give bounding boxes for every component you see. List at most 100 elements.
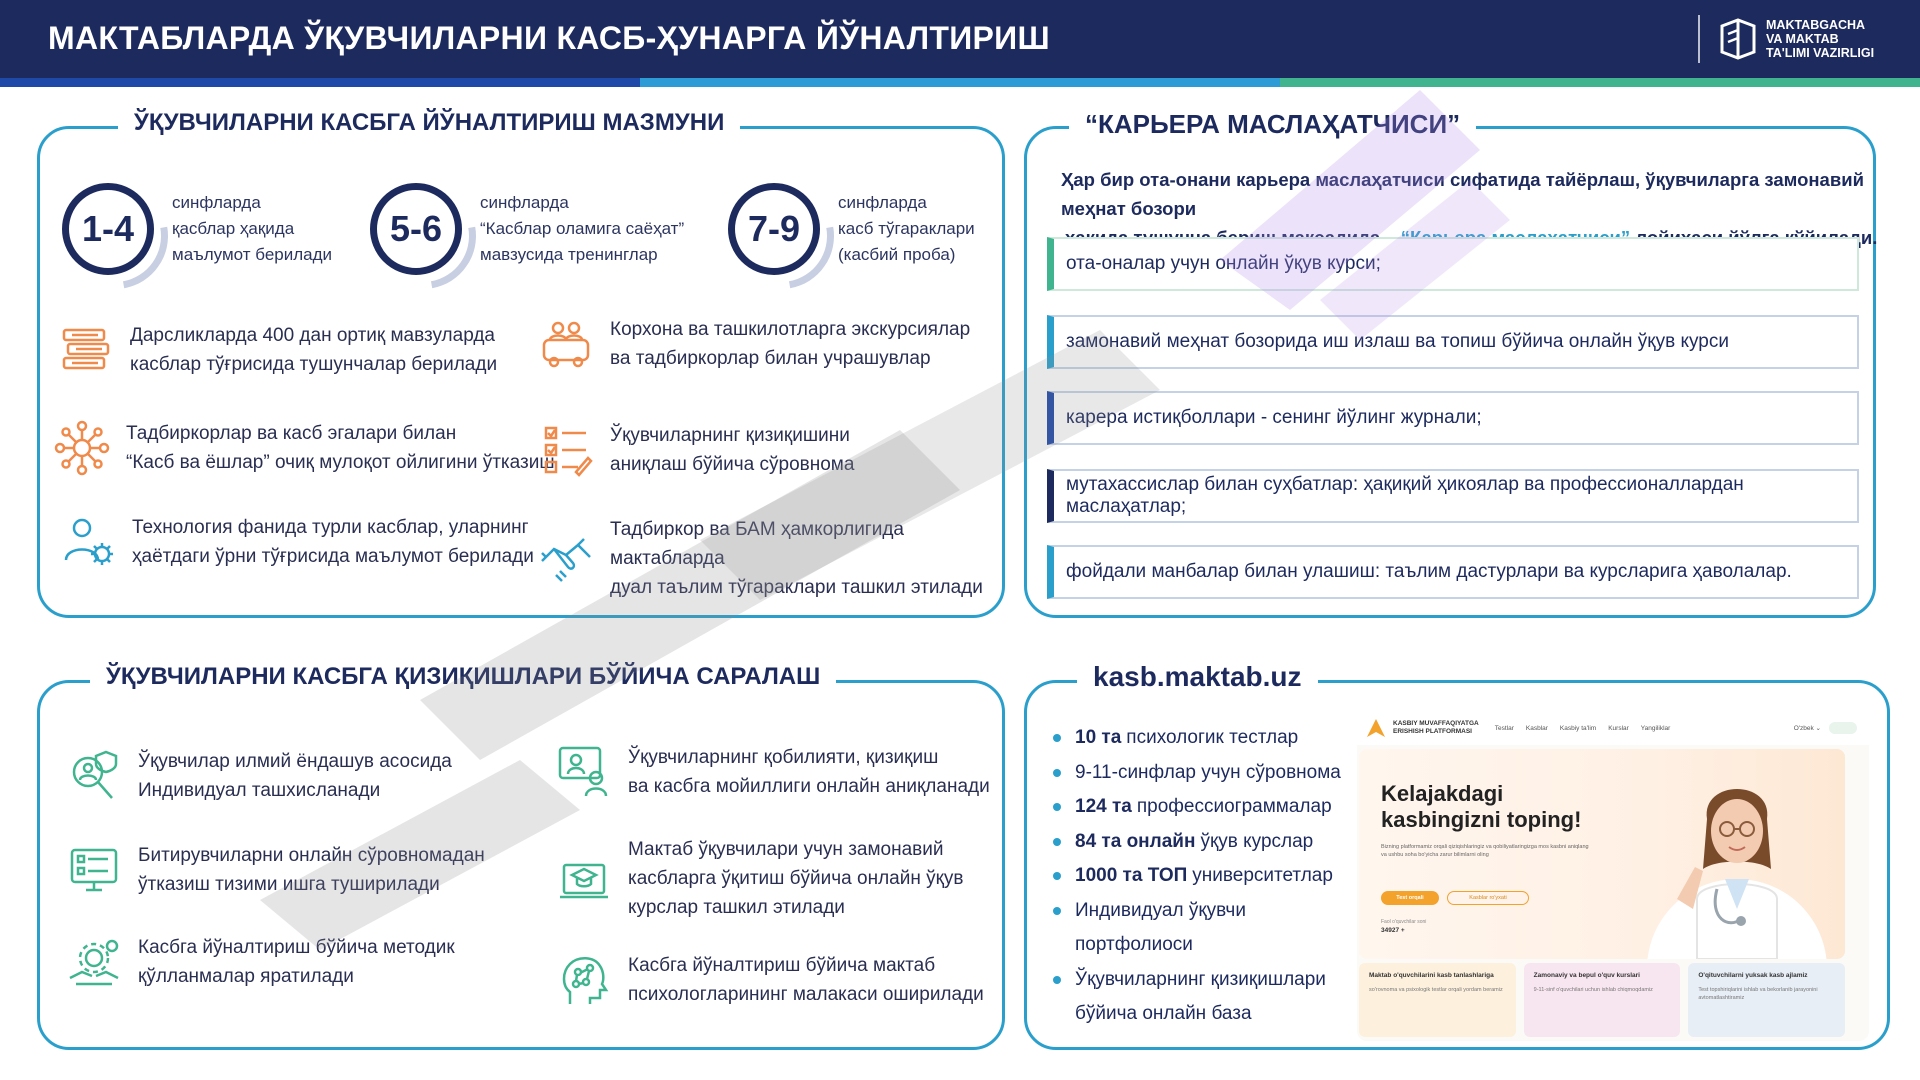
- item-line: ва касбга мойиллиги онлайн аниқланади: [628, 776, 990, 797]
- grade-line: синфларда: [838, 193, 927, 212]
- lead-line-1: Ҳар бир ота-онани карьера маслаҳатчиси с…: [1061, 169, 1864, 219]
- bullet-icon: [1053, 734, 1061, 742]
- site-card-subtitle: Test topshiriqlarini ishlab va bekorlani…: [1698, 987, 1818, 1001]
- grade-text: синфларда қасблар ҳақида маълумот берила…: [172, 190, 332, 268]
- logo-text: MAKTABGACHA VA MAKTAB TA'LIMI VAZIRLIGI: [1766, 18, 1874, 60]
- site-navbar: KASBIY MUVAFFAQIYATGA ERISHISH PLATFORMA…: [1357, 711, 1869, 745]
- item-line: қўлланмалар яратилади: [138, 966, 354, 987]
- header-bar: МАКТАБЛАРДА ЎҚУВЧИЛАРНИ КАСБ-ҲУНАРГА ЙЎН…: [0, 0, 1920, 78]
- site-card[interactable]: Maktab o'quvchilarini kasb tanlashlariga…: [1359, 963, 1516, 1037]
- header-stripe-green: [1280, 78, 1920, 87]
- kasb-panel-title[interactable]: kasb.maktab.uz: [1077, 661, 1318, 693]
- sorting-panel-title: ЎҚУВЧИЛАРНИ КАСБГА ҚИЗИҚИШЛАРИ БЎЙИЧА СА…: [90, 663, 837, 691]
- list-bold: 124 та: [1075, 796, 1132, 817]
- item-line: Ўқувчилар илмий ёндашув асосида: [138, 751, 452, 772]
- grade-line: маълумот берилади: [172, 245, 333, 264]
- item-line: Тадбиркорлар ва касб эгалари билан: [126, 423, 457, 444]
- item-line: Касбга йўналтириш бўйича методик: [138, 937, 455, 958]
- site-card-title: Zamonaviy va bepul o'quv kurslari: [1533, 972, 1640, 979]
- grade-circle: 7-9: [728, 183, 820, 275]
- list-item: 9-11-синфлар учун сўровнома: [1051, 756, 1351, 791]
- site-card-title: O'qituvchilarni yuksak kasb ajlamiz: [1698, 972, 1808, 979]
- content-item-technology: Технология фанида турли касблар, уларнин…: [60, 513, 534, 571]
- books-icon: [62, 328, 110, 370]
- grade-line: синфларда: [172, 193, 261, 212]
- grade-line: мавзусида тренинглар: [480, 245, 658, 264]
- site-nav-link[interactable]: Kasblar: [1525, 724, 1548, 732]
- item-text: Технология фанида турли касблар, уларнин…: [132, 513, 534, 571]
- site-language-select[interactable]: O'zbek ⌄: [1793, 725, 1821, 732]
- site-test-button[interactable]: Test orqali: [1381, 891, 1439, 905]
- book-logo-icon: [1720, 18, 1756, 60]
- content-panel: ЎҚУВЧИЛАРНИ КАСБГА ЙЎНАЛТИРИШ МАЗМУНИ 1-…: [37, 109, 1005, 618]
- site-card[interactable]: Zamonaviy va bepul o'quv kurslari 9-11-s…: [1523, 963, 1681, 1037]
- item-line: Мактаб ўқувчилари учун замонавий: [628, 839, 944, 860]
- item-text: Корхона ва ташкилотларга экскурсиялар ва…: [610, 315, 970, 373]
- grade-line: (касбий проба): [838, 245, 956, 264]
- site-theme-toggle[interactable]: [1829, 722, 1857, 734]
- site-nav-link[interactable]: Kurslar: [1608, 724, 1629, 732]
- site-professions-button[interactable]: Kasblar ro'yxati: [1447, 891, 1529, 905]
- site-nav-link[interactable]: Kasbiy ta'lim: [1559, 724, 1597, 732]
- laptop-graduation-icon: [560, 863, 608, 898]
- handshake-icon: [541, 537, 591, 582]
- item-line: ва тадбиркорлар билан учрашувлар: [610, 348, 931, 369]
- item-line: “Касб ва ёшлар” очиқ мулоқот ойлигини ўт…: [126, 452, 555, 473]
- content-panel-title: ЎҚУВЧИЛАРНИ КАСБГА ЙЎНАЛТИРИШ МАЗМУНИ: [118, 109, 741, 137]
- career-row: замонавий меҳнат бозорида иш излаш ва то…: [1047, 315, 1859, 369]
- item-line: Индивидуал ташхисланади: [138, 780, 381, 801]
- item-text: Касбга йўналтириш бўйича мактаб психолог…: [628, 951, 984, 1009]
- header-stripe-cyan: [640, 78, 1280, 87]
- item-line: Касбга йўналтириш бўйича мактаб: [628, 955, 936, 976]
- content-item-survey: Ўқувчиларнинг қизиқишини аниқлаш бўйича …: [538, 421, 854, 479]
- hero-title-line: Kelajakdagi: [1381, 781, 1504, 806]
- site-brand: KASBIY MUVAFFAQIYATGA ERISHISH PLATFORMA…: [1393, 720, 1479, 736]
- item-line: психологларининг малакаси оширилади: [628, 984, 984, 1005]
- list-item: Ўқувчиларнинг қизиқишлари: [1051, 963, 1351, 998]
- item-line: Технология фанида турли касблар, уларнин…: [132, 517, 529, 538]
- hero-title-line: kasbingizni toping!: [1381, 807, 1582, 832]
- grade-block-7-9: 7-9 синфларда касб тўгараклари (касбий п…: [728, 183, 975, 275]
- item-text: Ўқувчиларнинг қобилияти, қизиқиш ва касб…: [628, 743, 990, 801]
- site-logo-icon: [1367, 719, 1385, 737]
- site-nav-link[interactable]: Yangiliklar: [1640, 724, 1671, 732]
- grade-circle: 5-6: [370, 183, 462, 275]
- item-line: Тадбиркор ва БАМ ҳамкорлигида мактаблард…: [610, 519, 904, 569]
- site-feature-cards: Maktab o'quvchilarini kasb tanlashlariga…: [1359, 963, 1846, 1037]
- sort-item-graduate-survey: Битирувчиларни онлайн сўровномадан ўтказ…: [66, 841, 485, 899]
- career-row: ота-оналар учун онлайн ўқув курси;: [1047, 237, 1859, 291]
- content-item-dialogue-month: Тадбиркорлар ва касб эгалари билан “Касб…: [54, 419, 555, 477]
- site-brand-line: KASBIY MUVAFFAQIYATGA: [1393, 720, 1479, 727]
- gears-hands-icon: [69, 939, 119, 986]
- site-count-label: Faol o'quvchilar soni: [1381, 919, 1427, 925]
- career-row: мутахассислар билан суҳбатлар: ҳақиқий ҳ…: [1047, 469, 1859, 523]
- content-item-excursions: Корхона ва ташкилотларга экскурсиялар ва…: [538, 315, 970, 373]
- logo-divider: [1698, 15, 1700, 63]
- grade-line: “Касблар оламига саёҳат”: [480, 219, 685, 238]
- site-nav-link[interactable]: Testlar: [1494, 724, 1514, 732]
- logo-line-2: VA MAKTAB: [1766, 32, 1839, 46]
- sort-item-methodical-guides: Касбга йўналтириш бўйича методик қўлланм…: [66, 933, 455, 991]
- sorting-panel: ЎҚУВЧИЛАРНИ КАСБГА ҚИЗИҚИШЛАРИ БЎЙИЧА СА…: [37, 663, 1005, 1050]
- list-text: Индивидуал ўқувчи портфолиоси: [1075, 899, 1246, 956]
- site-card[interactable]: O'qituvchilarni yuksak kasb ajlamiz Test…: [1688, 963, 1846, 1037]
- site-card-subtitle: 9-11-sinf o'quvchilari uchun ishlab chiq…: [1533, 987, 1653, 993]
- person-gear-icon: [64, 518, 113, 565]
- grade-line: қасблар ҳақида: [172, 219, 295, 238]
- site-card-title: Maktab o'quvchilarini kasb tanlashlariga: [1369, 972, 1494, 979]
- list-bold: 1000 та ТОП: [1075, 865, 1188, 886]
- item-line: касбларга ўқитиш бўйича онлайн ўқув: [628, 868, 964, 889]
- item-line: ҳаётдаги ўрни тўғрисида маълумот берилад…: [132, 546, 534, 567]
- list-text: бўйича онлайн база: [1075, 1003, 1252, 1024]
- list-item: бўйича онлайн база: [1051, 997, 1351, 1032]
- content-item-textbooks: Дарсликларда 400 дан ортиқ мавзуларда ка…: [58, 321, 497, 379]
- network-people-icon: [54, 420, 110, 476]
- bullet-icon: [1053, 803, 1061, 811]
- bullet-icon: [1053, 768, 1061, 777]
- website-screenshot: KASBIY MUVAFFAQIYATGA ERISHISH PLATFORMA…: [1357, 711, 1869, 1041]
- list-bold: 10 та: [1075, 727, 1122, 748]
- list-text: ўқув курслар: [1200, 830, 1314, 852]
